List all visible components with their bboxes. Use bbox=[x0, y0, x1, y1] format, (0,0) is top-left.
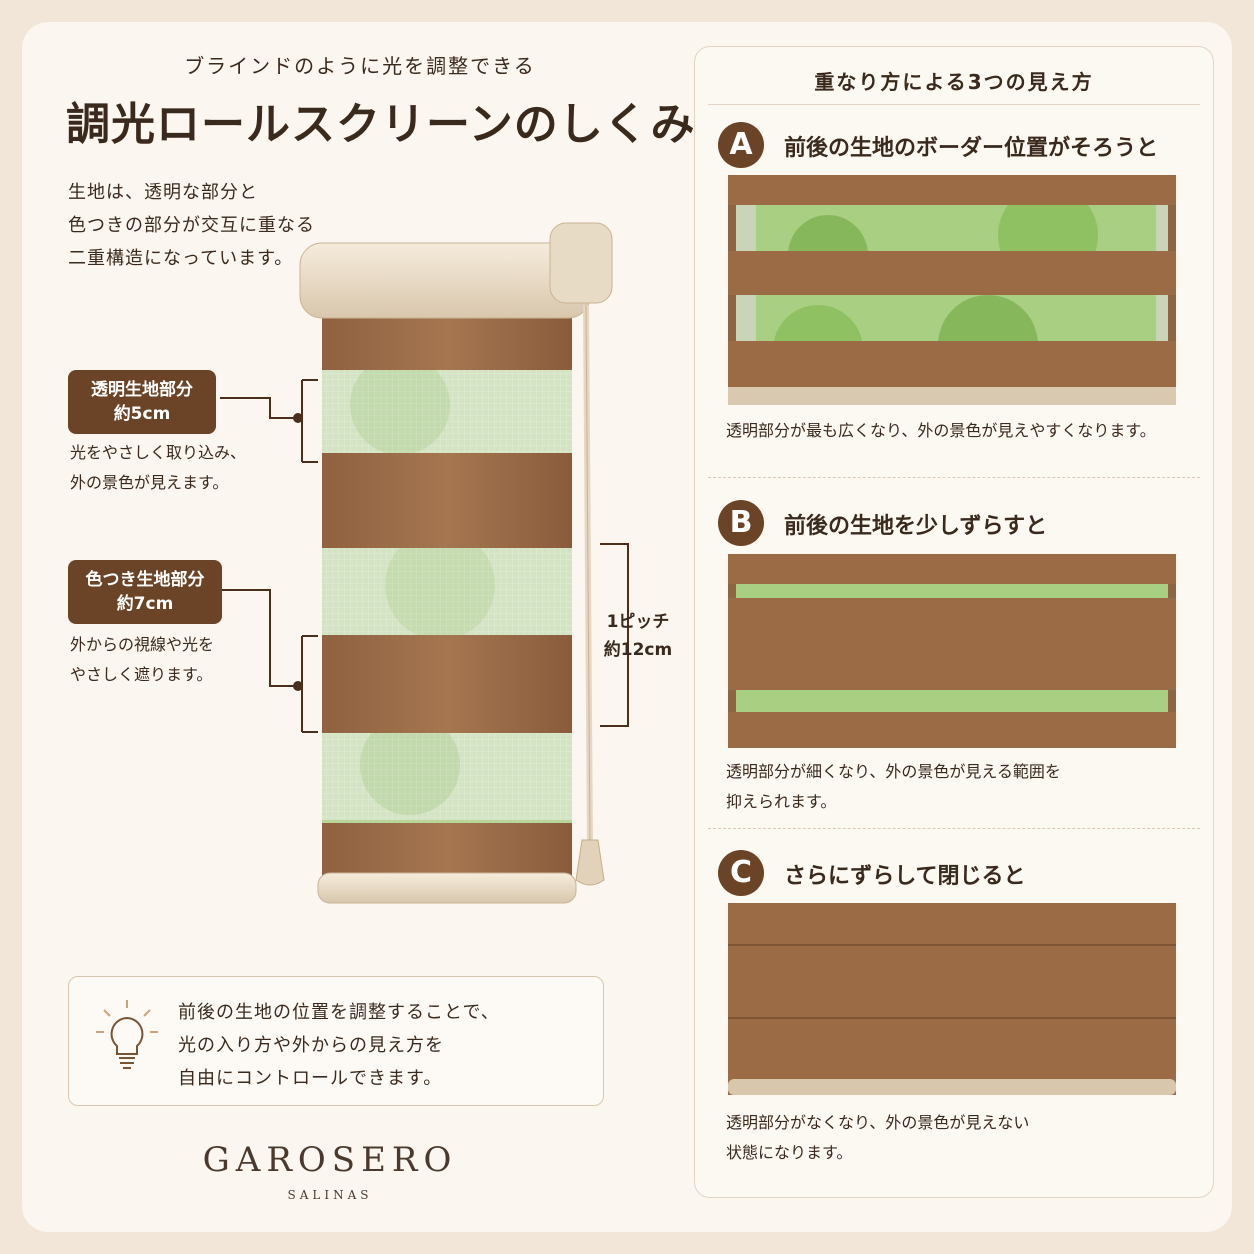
label-connectors bbox=[220, 379, 629, 733]
page-title: 調光ロールスクリーンのしくみ bbox=[66, 99, 696, 150]
section-a-image bbox=[728, 175, 1176, 405]
sheer-band bbox=[322, 545, 572, 635]
section-c-badge: C bbox=[718, 850, 764, 896]
sheer-note: 光をやさしく取り込み、 外の景色が見えます。 bbox=[70, 443, 247, 492]
sheer-band bbox=[322, 365, 572, 455]
section-a-desc: 透明部分が最も広くなり、外の景色が見えやすくなります。 bbox=[726, 421, 1156, 440]
section-a-title: 前後の生地のボーダー位置がそろうと bbox=[784, 136, 1159, 161]
section-b-desc: 透明部分が細くなり、外の景色が見える範囲を 抑えられます。 bbox=[726, 762, 1061, 811]
brand-name: GAROSERO bbox=[202, 1140, 458, 1180]
section-a-badge: A bbox=[718, 122, 764, 168]
sheer-band bbox=[322, 730, 572, 820]
divider bbox=[708, 477, 1200, 478]
bottom-bar bbox=[317, 872, 577, 904]
colored-label: 色つき生地部分 約7cm bbox=[68, 560, 222, 624]
colored-band bbox=[322, 635, 572, 733]
cassette bbox=[299, 242, 591, 319]
cord-handle bbox=[575, 839, 605, 886]
sheer-label: 透明生地部分 約5cm bbox=[68, 370, 216, 434]
section-c-desc: 透明部分がなくなり、外の景色が見えない 状態になります。 bbox=[726, 1113, 1030, 1162]
tip-text: 前後の生地の位置を調整することで、 光の入り方や外からの見え方を 自由にコントロ… bbox=[178, 1002, 500, 1089]
header-subtitle: ブラインドのように光を調整できる bbox=[184, 54, 536, 78]
intro-text: 生地は、透明な部分と 色つきの部分が交互に重なる 二重構造になっています。 bbox=[68, 182, 315, 269]
section-c-image bbox=[728, 903, 1176, 1095]
colored-band bbox=[322, 315, 572, 370]
section-c-title: さらにずらして閉じると bbox=[784, 864, 1026, 889]
colored-note: 外からの視線や光を やさしく遮ります。 bbox=[70, 635, 215, 684]
section-b-title: 前後の生地を少しずらすと bbox=[784, 514, 1048, 539]
section-b-image bbox=[728, 554, 1176, 748]
brand-sub: SALINAS bbox=[287, 1188, 373, 1202]
roll-screen-illustration bbox=[299, 222, 613, 904]
tip-box bbox=[68, 976, 604, 1106]
section-b-badge: B bbox=[718, 500, 764, 546]
lightbulb-icon bbox=[96, 1000, 158, 1069]
pitch-label: 1ピッチ 約12cm bbox=[603, 612, 673, 660]
right-panel-title: 重なり方による3つの見え方 bbox=[814, 70, 1094, 94]
right-title-divider bbox=[708, 104, 1200, 105]
colored-band bbox=[322, 453, 572, 548]
divider bbox=[708, 828, 1200, 829]
